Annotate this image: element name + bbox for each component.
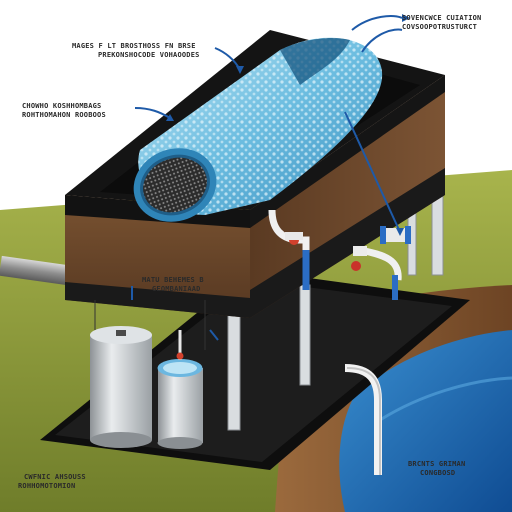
label-left-mid: MATU BEHEMES B GEOMBANIAAD	[142, 276, 204, 294]
label-top-right-line2: COVSOOPOTRUSTURCT	[402, 23, 478, 31]
label-top-right-line1: SOVENCWCE CUIATION	[402, 14, 482, 22]
label-left-upper-line1: CHOWHO KOSHHOMBAGS	[22, 102, 102, 110]
callout-lines	[131, 15, 403, 341]
label-left-mid-line2: GEOMBANIAAD	[152, 285, 201, 293]
arrowheads	[166, 14, 410, 236]
label-top-right: SOVENCWCE CUIATION COVSOOPOTRUSTURCT	[402, 14, 481, 32]
label-top-center-line2: PREKONSHOCODE VOHAOODES	[98, 51, 200, 59]
storage-tank-small	[157, 330, 203, 449]
label-bottom-left-line1: CWFNIC AHSOUSS	[24, 473, 86, 481]
label-top-center-line1: MAGES F LT BROSTHOSS FN BRSE	[72, 42, 196, 50]
storage-tank-large	[90, 326, 152, 448]
label-top-center: MAGES F LT BROSTHOSS FN BRSE PREKONSHOCO…	[72, 42, 200, 60]
label-bottom-right: BRCNTS GRIMAN CONGBOSD	[408, 460, 465, 478]
label-left-mid-line1: MATU BEHEMES B	[142, 276, 204, 284]
label-left-upper: CHOWHO KOSHHOMBAGS ROHTHOMAHON ROOBOOS	[22, 102, 106, 120]
label-bottom-right-line1: BRCNTS GRIMAN	[408, 460, 466, 468]
drain-valve-left	[268, 209, 310, 290]
label-left-upper-line2: ROHTHOMAHON ROOBOOS	[22, 111, 106, 119]
label-bottom-right-line2: CONGBOSD	[420, 469, 456, 477]
tank-side-face	[250, 75, 445, 318]
top-valve	[380, 226, 411, 244]
drain-valve-right	[351, 246, 402, 300]
label-bottom-left-line2: ROHHOMOTOMION	[18, 482, 76, 490]
water-pond	[339, 330, 512, 512]
filter-cartridge	[133, 37, 383, 222]
label-bottom-left: CWFNIC AHSOUSS ROHHOMOTOMION	[18, 473, 86, 491]
